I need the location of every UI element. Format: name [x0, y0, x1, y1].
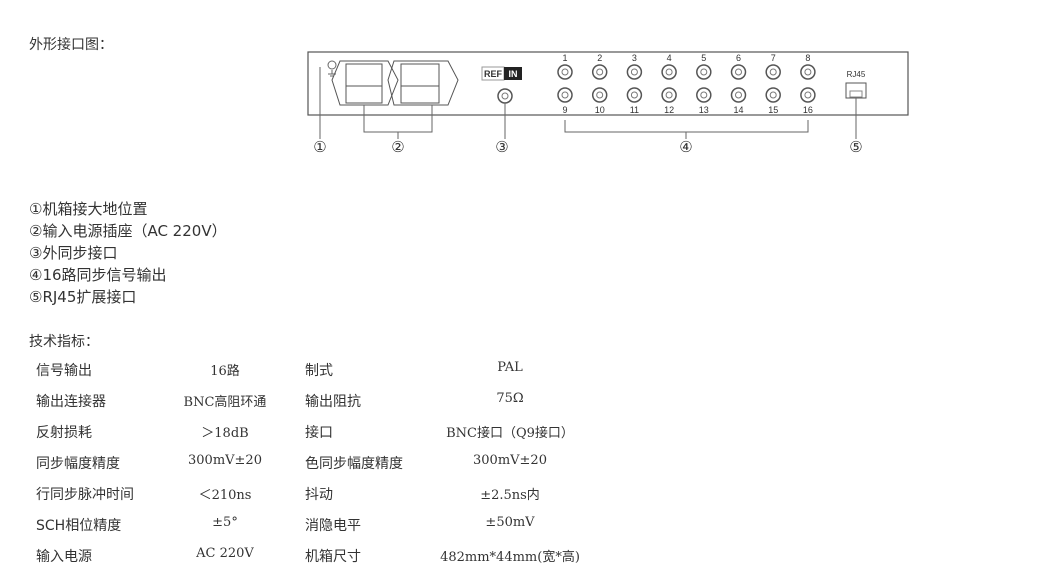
bnc-output-port: 12 [661, 87, 677, 115]
in-label: IN [509, 69, 518, 79]
port-number: 3 [632, 53, 637, 63]
bnc-output-port: 8 [800, 53, 816, 80]
spec-label: 同步幅度精度 [36, 456, 120, 472]
interface-legend: ①机箱接大地位置 ②输入电源插座（AC 220V） ③外同步接口 ④16路同步信… [29, 198, 227, 308]
spec-label: 输出连接器 [36, 394, 106, 410]
bnc-output-port: 7 [765, 53, 781, 80]
port-number: 16 [803, 105, 813, 115]
spec-value: ±5° [212, 515, 238, 530]
spec-label: 行同步脉冲时间 [36, 487, 134, 503]
spec-label: 输出阻抗 [305, 394, 361, 410]
spec-value: AC 220V [196, 546, 254, 561]
port-number: 10 [595, 105, 605, 115]
port-number: 6 [736, 53, 741, 63]
spec-row: 信号输出 16路 制式 PAL [0, 352, 700, 383]
spec-label: 机箱尺寸 [305, 549, 361, 565]
spec-label: 输入电源 [36, 549, 92, 565]
power-socket-2 [387, 60, 459, 106]
spec-value: ±2.5ns内 [480, 488, 540, 503]
bnc-output-port: 2 [591, 53, 608, 80]
spec-label: 消隐电平 [305, 518, 361, 534]
bnc-output-port: 11 [626, 87, 643, 115]
callout-3: ③ [495, 139, 508, 156]
port-number: 12 [664, 105, 674, 115]
spec-value: ±50mV [485, 515, 535, 530]
bnc-output-port: 16 [800, 87, 816, 115]
spec-row: 反射损耗 ＞18dB 接口 BNC接口（Q9接口） [0, 414, 700, 445]
spec-label: 信号输出 [36, 363, 92, 379]
spec-row: 输入电源 AC 220V 机箱尺寸 482mm*44mm(宽*高) [0, 538, 700, 569]
spec-label: 抖动 [305, 487, 333, 503]
legend-item: ④16路同步信号输出 [29, 266, 167, 284]
spec-label: 制式 [305, 363, 333, 379]
spec-label: SCH相位精度 [36, 518, 122, 534]
rj45-label: RJ45 [847, 70, 866, 79]
bnc-output-port: 14 [730, 87, 747, 115]
port-number: 11 [630, 105, 639, 115]
bnc-output-port: 13 [696, 87, 712, 115]
port-number: 2 [597, 53, 602, 63]
section-title-specs: 技术指标： [29, 334, 99, 350]
spec-value: 75Ω [496, 391, 524, 406]
callout-4: ④ [679, 139, 692, 156]
section-title-interface: 外形接口图： [29, 37, 113, 53]
power-socket-1 [331, 60, 399, 106]
legend-item: ①机箱接大地位置 [29, 200, 148, 218]
port-number: 5 [701, 53, 706, 63]
spec-value: ＜210ns [198, 488, 252, 503]
bnc-output-port: 3 [626, 53, 643, 80]
callout-1: ① [313, 139, 326, 156]
spec-row: 行同步脉冲时间 ＜210ns 抖动 ±2.5ns内 [0, 476, 700, 507]
bnc-output-port: 4 [661, 53, 677, 80]
spec-value: BNC接口（Q9接口） [446, 426, 574, 441]
spec-value: PAL [497, 360, 523, 375]
spec-value: 16路 [210, 364, 240, 379]
port-number: 14 [733, 105, 743, 115]
spec-value: BNC高阻环通 [183, 395, 267, 410]
port-number: 15 [768, 105, 778, 115]
spec-value: 300mV±20 [473, 453, 547, 468]
spec-label: 反射损耗 [36, 425, 92, 441]
legend-item: ②输入电源插座（AC 220V） [29, 222, 227, 240]
bnc-output-port: 9 [557, 87, 573, 115]
spec-row: SCH相位精度 ±5° 消隐电平 ±50mV [0, 507, 700, 538]
legend-item: ⑤RJ45扩展接口 [29, 288, 137, 306]
port-number: 4 [667, 53, 672, 63]
port-number: 7 [771, 53, 776, 63]
callout-2: ② [391, 139, 404, 156]
port-number: 1 [562, 53, 567, 63]
spec-label: 色同步幅度精度 [305, 456, 403, 472]
spec-row: 输出连接器 BNC高阻环通 输出阻抗 75Ω [0, 383, 700, 414]
port-number: 13 [699, 105, 709, 115]
spec-value: ＞18dB [201, 426, 249, 441]
bnc-output-port: 10 [591, 87, 608, 115]
spec-value: 482mm*44mm(宽*高) [440, 550, 580, 565]
bnc-output-port: 15 [765, 87, 781, 115]
bnc-output-port: 6 [730, 53, 747, 80]
port-number: 8 [805, 53, 810, 63]
spec-value: 300mV±20 [188, 453, 262, 468]
port-number: 9 [562, 105, 567, 115]
spec-label: 接口 [305, 425, 333, 441]
legend-item: ③外同步接口 [29, 244, 118, 262]
bnc-output-port: 5 [696, 53, 712, 80]
bnc-output-port: 1 [557, 53, 573, 80]
ref-label: REF [484, 69, 503, 79]
spec-row: 同步幅度精度 300mV±20 色同步幅度精度 300mV±20 [0, 445, 700, 476]
callout-5: ⑤ [849, 139, 862, 156]
